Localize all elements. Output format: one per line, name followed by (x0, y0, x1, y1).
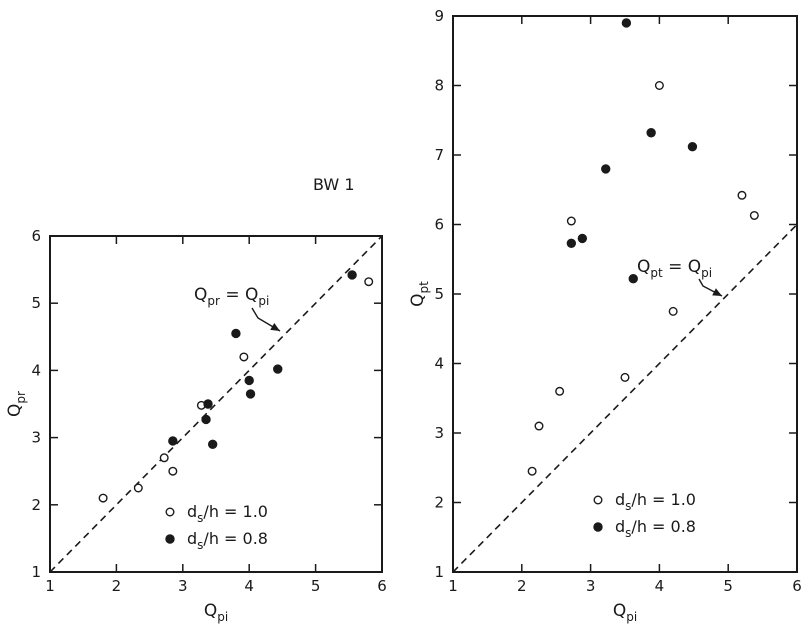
y-tick-label: 4 (31, 361, 41, 379)
data-point-open (534, 421, 544, 431)
data-point-filled (347, 270, 357, 280)
plot-frame (452, 15, 798, 573)
data-point-open (668, 306, 678, 316)
y-tick-label: 6 (31, 227, 41, 245)
annotation-arrowhead (712, 288, 722, 296)
legend-marker (165, 507, 175, 517)
y-tick-label: 9 (434, 7, 444, 25)
reference-line-label: Qpr = Qpi (194, 285, 269, 308)
x-tick-label: 6 (792, 577, 802, 595)
data-point-filled (168, 436, 178, 446)
data-point-open (98, 493, 108, 503)
data-point-filled (601, 164, 611, 174)
data-point-filled (231, 328, 241, 339)
y-axis-label: Qpt (408, 281, 431, 307)
identity-line (49, 235, 383, 573)
x-tick-label: 4 (655, 577, 665, 595)
data-point-filled (273, 364, 283, 374)
data-point-open (239, 352, 249, 362)
x-axis-label: Qpi (613, 601, 637, 624)
y-tick-label: 2 (31, 496, 41, 514)
legend-label: ds/h = 1.0 (187, 502, 268, 525)
y-tick-label: 4 (434, 355, 444, 373)
x-tick-label: 5 (723, 577, 733, 595)
data-point-open (133, 483, 143, 493)
data-point-open (749, 210, 759, 220)
data-point-filled (244, 375, 254, 386)
x-tick-label: 4 (244, 577, 254, 595)
x-tick-label: 5 (311, 577, 321, 595)
data-point-open (737, 190, 747, 200)
data-point-filled (201, 414, 211, 425)
x-tick-label: 2 (517, 577, 527, 595)
data-point-open (566, 216, 576, 226)
legend-label: ds/h = 0.8 (615, 517, 696, 540)
reference-line-label: Qpt = Qpi (637, 257, 712, 280)
figure-label: BW 1 (313, 175, 355, 194)
x-tick-label: 3 (586, 577, 596, 595)
plot-frame (49, 235, 383, 573)
legend-marker (593, 522, 603, 532)
x-tick-label: 3 (178, 577, 188, 595)
y-tick-label: 6 (434, 216, 444, 234)
data-point-filled (687, 141, 698, 152)
data-point-open (555, 386, 565, 396)
data-point-open (159, 453, 169, 463)
y-tick-label: 1 (434, 563, 444, 581)
data-point-open (364, 277, 374, 287)
x-tick-label: 2 (112, 577, 122, 595)
y-tick-label: 8 (434, 77, 444, 95)
y-tick-label: 5 (31, 294, 41, 312)
data-point-filled (566, 238, 577, 248)
data-point-filled (245, 389, 256, 399)
y-tick-label: 5 (434, 285, 444, 303)
identity-line (452, 223, 798, 573)
legend-label: ds/h = 1.0 (615, 490, 696, 513)
data-point-filled (628, 274, 638, 284)
data-point-filled (621, 18, 632, 28)
data-point-open (168, 466, 178, 476)
y-tick-label: 2 (434, 494, 444, 512)
x-axis-label: Qpi (204, 601, 228, 624)
annotation-arrowhead (270, 322, 280, 331)
y-tick-label: 3 (434, 424, 444, 442)
x-tick-label: 6 (377, 577, 387, 595)
data-point-filled (577, 233, 588, 244)
y-tick-label: 1 (31, 563, 41, 581)
y-axis-label: Qpr (5, 391, 28, 417)
legend-marker (593, 495, 603, 505)
data-point-filled (646, 128, 656, 138)
y-tick-label: 3 (31, 429, 41, 447)
data-point-filled (207, 439, 218, 450)
legend-label: ds/h = 0.8 (187, 529, 268, 552)
y-tick-label: 7 (434, 146, 444, 164)
data-point-filled (203, 399, 213, 409)
x-tick-label: 1 (45, 577, 55, 595)
legend-marker (165, 534, 175, 544)
data-point-open (620, 372, 630, 382)
data-point-open (527, 466, 537, 476)
x-tick-label: 1 (448, 577, 458, 595)
data-point-open (654, 80, 664, 90)
